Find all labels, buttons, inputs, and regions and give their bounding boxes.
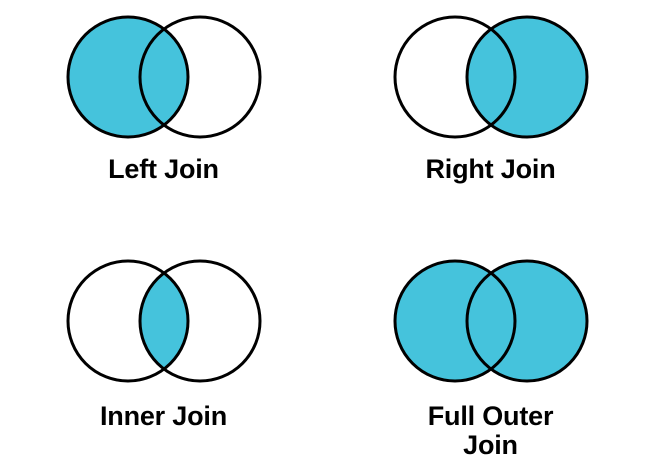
join-diagram-left-join: Left Join [0,0,327,237]
venn-svg-full-outer-join [393,259,588,383]
venn-diagram-full-outer-join [391,255,591,387]
venn-diagram-left-join [64,11,264,143]
venn-intersection [466,261,515,381]
join-label-left-join: Left Join [108,154,219,184]
venn-left-circle-outline [66,259,189,383]
join-label-inner-join: Inner Join [99,401,227,431]
venn-svg-left-join [66,15,261,139]
venn-diagram-inner-join [64,255,264,387]
join-label-full-outer-join: Full Outer Join [427,401,554,461]
venn-svg-right-join [393,15,588,139]
venn-right-circle-outline [138,259,261,383]
venn-left-circle-outline [66,15,189,139]
join-diagram-full-outer-join: Full Outer Join [327,237,654,474]
venn-svg-inner-join [66,259,261,383]
venn-right-circle-outline [465,15,588,139]
venn-intersection [466,17,515,137]
venn-right-circle-outline [138,15,261,139]
join-diagram-right-join: Right Join [327,0,654,237]
venn-right-circle-outline [465,259,588,383]
venn-left-circle-outline [393,259,516,383]
venn-diagram-right-join [391,11,591,143]
join-diagram-inner-join: Inner Join [0,237,327,474]
venn-left-circle-outline [393,15,516,139]
venn-intersection [139,261,188,381]
join-label-right-join: Right Join [425,154,556,184]
venn-intersection [139,17,188,137]
